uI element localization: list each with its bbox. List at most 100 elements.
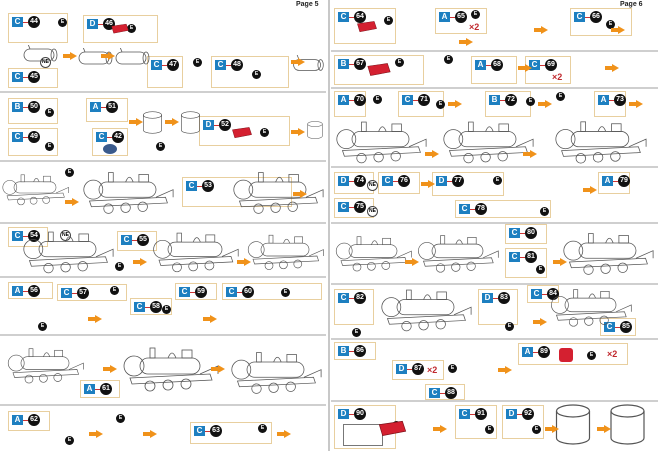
- step-number: 85: [620, 321, 632, 333]
- step-number: 70: [354, 94, 366, 106]
- arrow-icon: [498, 366, 512, 374]
- e-marker: E: [58, 18, 67, 27]
- e-marker: E: [471, 10, 480, 19]
- e-marker: E: [436, 100, 445, 109]
- e-marker: E: [110, 286, 119, 295]
- sheet-tag: C: [509, 228, 520, 238]
- step-number: 65: [455, 11, 467, 23]
- red-part: [355, 18, 379, 36]
- e-marker: E: [395, 58, 404, 67]
- arrow-icon: [291, 58, 305, 66]
- sheet-tag: D: [506, 409, 517, 419]
- arrow-icon: [545, 425, 559, 433]
- arrow-icon: [583, 186, 597, 194]
- row-divider: [331, 166, 658, 168]
- sheet-tag: C: [215, 60, 226, 70]
- step-number: 64: [354, 11, 366, 23]
- step-number: 87: [412, 363, 424, 375]
- sheet-tag: A: [598, 95, 609, 105]
- boiler-drawing: [112, 48, 152, 68]
- sheet-tag: B: [338, 59, 349, 69]
- red-part: [365, 60, 393, 80]
- arrow-icon: [237, 258, 251, 266]
- sheet-tag: C: [194, 426, 205, 436]
- step-number: 69: [545, 59, 557, 71]
- step-number: 44: [28, 16, 40, 28]
- sheet-tag: C: [429, 388, 440, 398]
- e-marker: E: [526, 97, 535, 106]
- sheet-tag: C: [151, 60, 162, 70]
- sheet-tag: A: [12, 286, 23, 296]
- arrow-icon: [211, 365, 225, 373]
- sheet-tag: C: [12, 132, 23, 142]
- ne-marker: NE: [367, 180, 378, 191]
- step-number: 56: [28, 285, 40, 297]
- step-number: 42: [112, 131, 124, 143]
- step-number: 71: [418, 94, 430, 106]
- quantity-multiplier: ×2: [552, 72, 563, 82]
- row-divider: [0, 404, 326, 406]
- row-divider: [0, 334, 326, 336]
- quantity-multiplier: ×2: [607, 349, 618, 359]
- step-number: 77: [452, 175, 464, 187]
- locomotive-drawing: [80, 165, 175, 220]
- row-divider: [331, 338, 658, 340]
- arrow-icon: [103, 365, 117, 373]
- step-number: 81: [525, 251, 537, 263]
- locomotive-drawing: [230, 165, 325, 220]
- e-marker: E: [373, 95, 382, 104]
- row-divider: [0, 276, 326, 278]
- locomotive-drawing: [415, 226, 500, 281]
- step-number: 60: [242, 286, 254, 298]
- e-marker: E: [258, 424, 267, 433]
- arrow-icon: [129, 118, 143, 126]
- sheet-tag: B: [338, 346, 349, 356]
- row-divider: [331, 50, 658, 52]
- step-number: 91: [475, 408, 487, 420]
- sheet-tag: D: [338, 176, 349, 186]
- sheet-tag: C: [226, 287, 237, 297]
- sheet-tag: D: [203, 120, 214, 130]
- sheet-tag: C: [134, 302, 145, 312]
- sheet-tag: C: [338, 202, 349, 212]
- sheet-tag: D: [338, 409, 349, 419]
- sheet-tag: C: [61, 288, 72, 298]
- arrow-icon: [277, 430, 291, 438]
- arrow-icon: [203, 315, 217, 323]
- locomotive-drawing: [5, 338, 85, 393]
- sheet-tag: D: [482, 293, 493, 303]
- e-marker: E: [45, 108, 54, 117]
- row-divider: [331, 222, 658, 224]
- e-marker: E: [532, 425, 541, 434]
- step-number: 51: [106, 101, 118, 113]
- row-divider: [331, 400, 658, 402]
- step-number: 76: [398, 175, 410, 187]
- arrow-icon: [143, 430, 157, 438]
- row-divider: [0, 160, 326, 162]
- arrow-icon: [629, 100, 643, 108]
- arrow-icon: [89, 430, 103, 438]
- step-number: 84: [547, 288, 559, 300]
- dome-drawing: [140, 110, 165, 135]
- locomotive-drawing: [333, 226, 413, 281]
- ne-marker: NE: [367, 206, 378, 217]
- e-marker: E: [485, 425, 494, 434]
- arrow-icon: [553, 258, 567, 266]
- arrow-icon: [165, 118, 179, 126]
- locomotive-drawing: [333, 118, 428, 166]
- sheet-tag: C: [12, 17, 23, 27]
